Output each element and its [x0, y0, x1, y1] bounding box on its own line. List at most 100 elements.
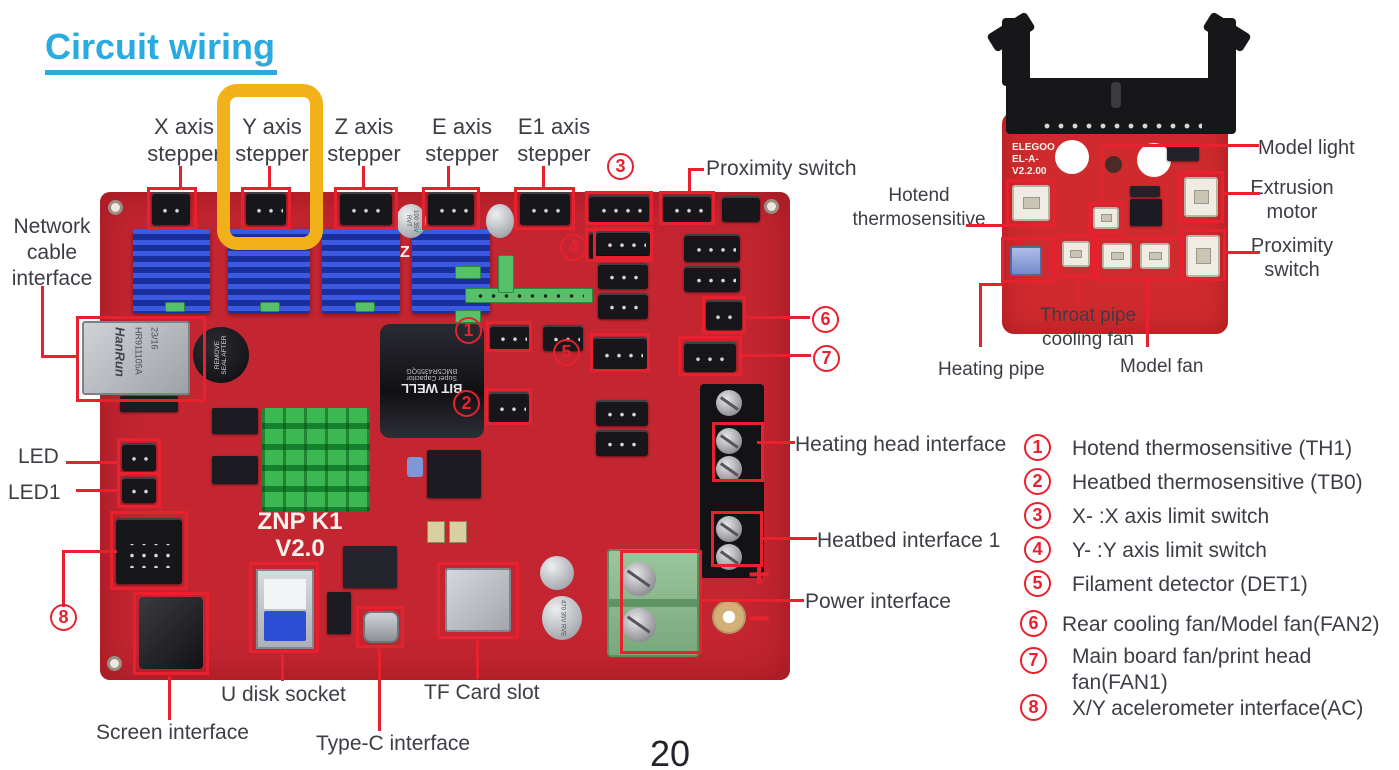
- legend-text-4: Y- :Y axis limit switch: [1072, 539, 1267, 562]
- label-heatbed1: Heatbed interface 1: [817, 529, 1001, 552]
- callout-box-model-fan: [1096, 237, 1184, 281]
- power-screw-minus: [622, 608, 656, 642]
- callout-line: [447, 166, 450, 190]
- callout-line: [362, 166, 365, 190]
- usb-face: [264, 579, 306, 609]
- label-led1: LED1: [8, 481, 61, 504]
- callout-line: [542, 166, 545, 190]
- legend-text-1: Hotend thermosensitive (TH1): [1072, 437, 1353, 460]
- callout-box-fan2: [702, 296, 746, 334]
- label-line: thermosensitive: [852, 209, 986, 230]
- label-line: Network: [13, 215, 91, 238]
- screen-connector: [139, 597, 203, 669]
- mount-hole: [107, 656, 122, 671]
- legend-number-8: 8: [1020, 694, 1047, 721]
- mcu-chip: [427, 450, 481, 498]
- label-head-proximity: Proximity switch: [1240, 234, 1344, 282]
- power-plus-sign: +: [748, 554, 771, 596]
- mid-connector: [596, 400, 648, 426]
- label-x-stepper: X axis stepper: [129, 113, 239, 167]
- mount-hole: [764, 199, 779, 214]
- silk-line: EL-A-: [1012, 154, 1039, 165]
- right-connector: [684, 234, 740, 262]
- callout-number-2: 2: [453, 390, 480, 417]
- limit-connector: [596, 231, 650, 255]
- label-power: Power interface: [805, 590, 951, 613]
- page-number: 20: [650, 733, 691, 770]
- callout-line: [742, 354, 811, 357]
- headboard-header: [1130, 186, 1160, 197]
- label-screen: Screen interface: [96, 721, 249, 744]
- callout-box-z-stepper: [334, 187, 398, 230]
- label-line: E1 axis: [517, 114, 591, 139]
- label-heating-pipe: Heating pipe: [938, 359, 1045, 380]
- model-fan-connector: [1140, 243, 1170, 269]
- callout-number-3: 3: [607, 153, 634, 180]
- heating-pipe-component: [1010, 246, 1042, 276]
- supercapacitor-text: BIT WELL Super Capacitor BMC5R4355QG: [401, 367, 462, 396]
- board-model-line2: V2.0: [275, 535, 325, 562]
- usb-tongue: [264, 611, 306, 641]
- callout-line: [966, 224, 1008, 227]
- accelerometer-connector: [116, 518, 182, 584]
- page-title: Circuit wiring: [45, 26, 276, 67]
- proximity-connector: [663, 195, 711, 222]
- callout-line: [62, 550, 117, 553]
- supercap-line2: Super Capacitor: [406, 373, 458, 381]
- callout-line: [688, 168, 704, 171]
- callout-number-4: 4: [560, 234, 587, 261]
- e-stepper-connector: [428, 192, 474, 225]
- callout-line: [62, 550, 65, 607]
- label-hotend-thermo: Hotend thermosensitive: [845, 184, 993, 232]
- aux-connector: [722, 196, 760, 222]
- callout-box-heatbed: [711, 511, 763, 567]
- label-line: cable: [26, 241, 78, 264]
- callout-box-head-proximity: [1180, 229, 1226, 281]
- legend-text-3: X- :X axis limit switch: [1072, 505, 1270, 528]
- e1-stepper-connector: [520, 192, 570, 225]
- x-stepper-connector: [152, 192, 190, 225]
- label-model-fan: Model fan: [1120, 356, 1204, 377]
- capacitor-text: 100 35V RVT: [405, 209, 418, 233]
- callout-box-x-stepper: [147, 187, 197, 230]
- rj45-port: HanRun HR911105A 23/16: [82, 321, 190, 395]
- head-proximity-connector: [1186, 235, 1220, 277]
- capacitor: 470 35V RVE: [542, 596, 582, 640]
- callout-box-extrusion: [1178, 171, 1224, 223]
- callout-box-4: [593, 227, 653, 259]
- label-line: motor: [1266, 201, 1318, 223]
- silk-line: V2.2.00: [1012, 166, 1047, 177]
- headboard-center-hole: [1105, 156, 1122, 173]
- label-e-stepper: E axis stepper: [407, 113, 517, 167]
- callout-line: [757, 441, 795, 444]
- label-line: stepper: [327, 141, 401, 166]
- silk-line: ELEGOO: [1012, 142, 1055, 153]
- callout-box-2: [485, 388, 532, 425]
- mid-connector: [598, 263, 648, 289]
- legend-number-4: 4: [1024, 536, 1051, 563]
- x-driver-heatsink: [133, 229, 210, 313]
- label-udisk: U disk socket: [221, 683, 346, 706]
- terminal-screw: [716, 456, 742, 482]
- callout-box-hotend-thermo: [1006, 179, 1056, 227]
- callout-box-power: [620, 550, 702, 654]
- legend-number-6: 6: [1020, 610, 1047, 637]
- terminal-divider: [609, 599, 697, 607]
- capacitor: [540, 556, 574, 590]
- callout-box-x-limit: [585, 191, 653, 225]
- callout-box-typec: [356, 606, 404, 648]
- label-line: stepper: [517, 141, 591, 166]
- headboard-chip: [1130, 199, 1162, 226]
- callout-line: [1077, 281, 1080, 303]
- rj45-brand: HanRun: [112, 327, 128, 377]
- callout-line: [688, 168, 691, 193]
- fan1-connector: [684, 342, 736, 372]
- z-driver-heatsink: [322, 229, 400, 313]
- label-proximity-switch: Proximity switch: [706, 157, 857, 180]
- label-tfcard: TF Card slot: [424, 681, 540, 704]
- memory-chip: [212, 456, 258, 484]
- callout-line: [378, 649, 381, 731]
- callout-line: [763, 537, 817, 540]
- tf-card-slot-metal: [445, 568, 511, 632]
- terminal-screw: [716, 516, 742, 542]
